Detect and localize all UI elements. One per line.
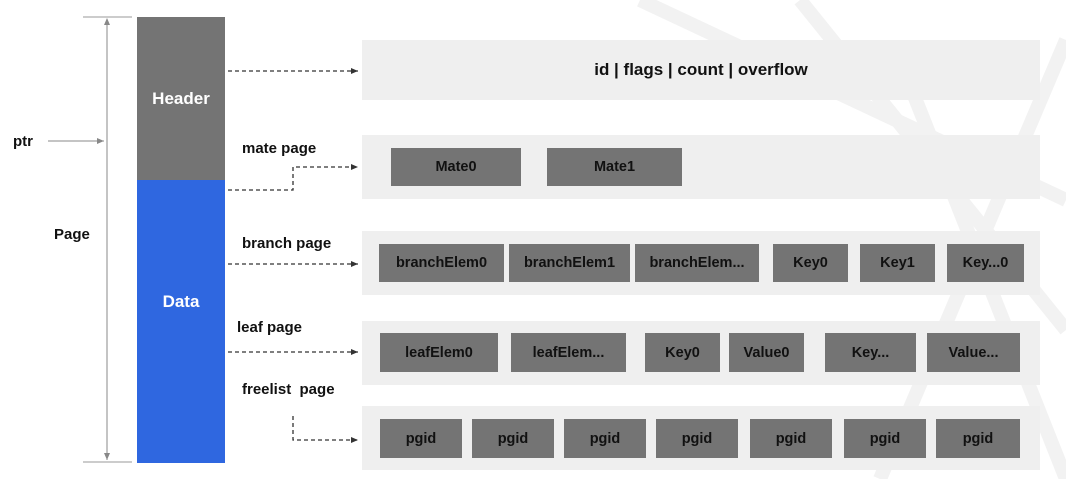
connector-freelist (292, 416, 358, 443)
ptr-label: ptr (13, 133, 33, 150)
freelist-cell: pgid (844, 419, 926, 458)
page-dimension-line (83, 16, 132, 463)
freelist-cell: pgid (472, 419, 554, 458)
freelist-cell: pgid (656, 419, 738, 458)
branch-cell: Key...0 (947, 244, 1024, 282)
leaf-cell: leafElem0 (380, 333, 498, 372)
branch-cell: branchElem0 (379, 244, 504, 282)
branch-cell: branchElem1 (509, 244, 630, 282)
leaf-cell: leafElem... (511, 333, 626, 372)
freelist-cell: pgid (564, 419, 646, 458)
row-label-branch-page: branch page (242, 235, 332, 252)
freelist-cell: pgid (380, 419, 462, 458)
branch-cell: Key0 (773, 244, 848, 282)
header-block-label: Header (152, 88, 210, 108)
leaf-cell: Value... (927, 333, 1020, 372)
row-label-freelist-page: freelist page (242, 381, 335, 398)
row-label-mate-page: mate page (242, 140, 317, 157)
leaf-cell: Key... (825, 333, 916, 372)
branch-cell: Key1 (860, 244, 935, 282)
row-label-leaf-page: leaf page (237, 319, 303, 336)
header-fields-text: id | flags | count | overflow (594, 60, 808, 79)
freelist-cell: pgid (936, 419, 1020, 458)
header-block: Header (137, 17, 225, 180)
freelist-cell: pgid (750, 419, 832, 458)
header-panel (362, 40, 1040, 100)
data-block: Data (137, 180, 225, 463)
leaf-cell: Key0 (645, 333, 720, 372)
connector-mate (228, 164, 358, 191)
mate-cell: Mate1 (547, 148, 682, 186)
leaf-cell: Value0 (729, 333, 804, 372)
page-label: Page (54, 226, 90, 243)
data-block-label: Data (162, 291, 200, 311)
mate-cell: Mate0 (391, 148, 521, 186)
branch-cell: branchElem... (635, 244, 759, 282)
